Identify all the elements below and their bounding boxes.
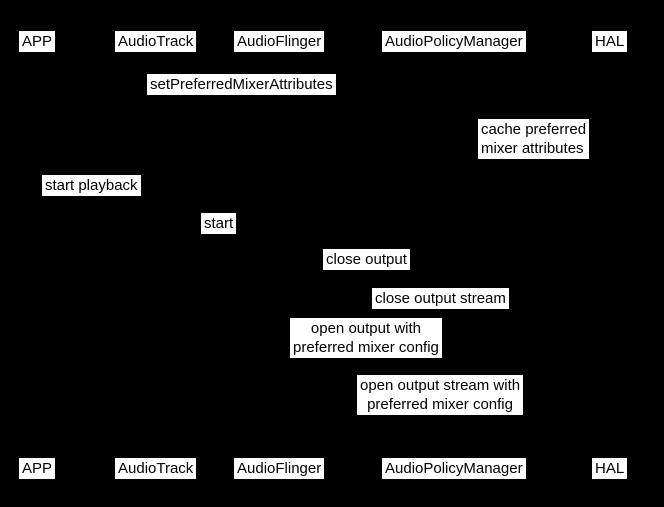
- message-cache-preferred-mixer-attributes: cache preferred mixer attributes: [478, 119, 590, 159]
- message-close-output: close output: [323, 249, 410, 270]
- participant-audioflinger-bottom: AudioFlinger: [234, 458, 325, 479]
- participant-audiopolicymanager-top: AudioPolicyManager: [382, 31, 526, 52]
- participant-app-top: APP: [19, 31, 56, 52]
- participant-audioflinger-top: AudioFlinger: [234, 31, 325, 52]
- message-start: start: [201, 213, 237, 234]
- message-open-output-stream-with-preferred-mixer-config: open output stream with preferred mixer …: [357, 375, 524, 415]
- message-start-playback: start playback: [42, 175, 141, 196]
- message-open-output-with-preferred-mixer-config: open output with preferred mixer config: [290, 318, 442, 358]
- participant-app-bottom: APP: [19, 458, 56, 479]
- message-close-output-stream: close output stream: [372, 288, 509, 309]
- participant-audiotrack-top: AudioTrack: [115, 31, 197, 52]
- participant-hal-top: HAL: [592, 31, 628, 52]
- participant-hal-bottom: HAL: [592, 458, 628, 479]
- participant-audiotrack-bottom: AudioTrack: [115, 458, 197, 479]
- participant-audiopolicymanager-bottom: AudioPolicyManager: [382, 458, 526, 479]
- message-set-preferred-mixer-attributes: setPreferredMixerAttributes: [147, 74, 336, 95]
